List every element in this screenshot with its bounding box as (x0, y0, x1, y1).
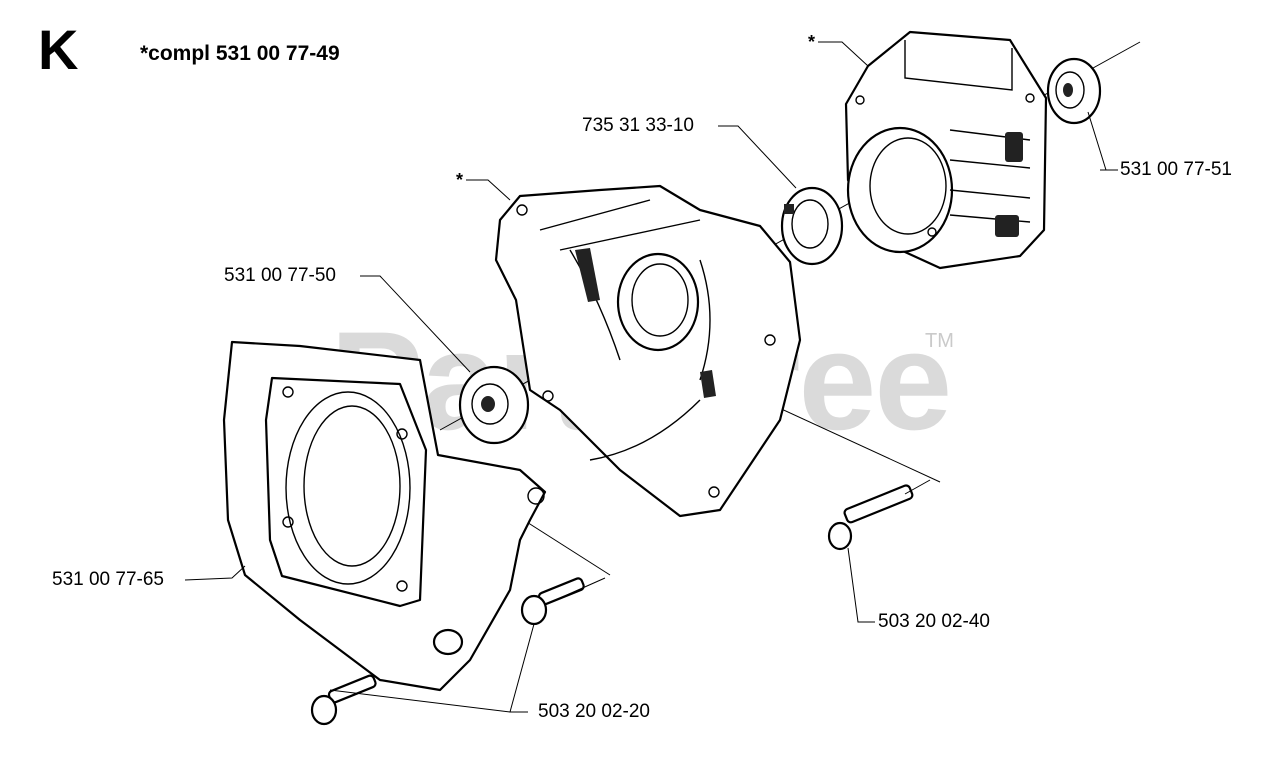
trademark-mark: TM (925, 330, 954, 352)
circlip-part (780, 186, 844, 266)
screw-bottom-lower-part (310, 674, 377, 726)
assembly-label: *compl 531 00 77-49 (140, 42, 340, 65)
callout-screw-right: 503 20 02-40 (878, 611, 990, 632)
callout-seal-left: 531 00 77-50 (224, 265, 336, 286)
seal-left-part (458, 365, 530, 445)
callout-seal-right: 531 00 77-51 (1120, 159, 1232, 180)
cylinder-cover-part (222, 340, 547, 692)
section-letter: K (38, 18, 79, 81)
star-marker-right: * (808, 32, 816, 52)
callout-circlip: 735 31 33-10 (582, 115, 694, 136)
star-marker-center: * (456, 170, 464, 190)
callout-screw-bottom: 503 20 02-20 (538, 701, 650, 722)
crankcase-half-right (844, 30, 1048, 270)
crankcase-half-center (494, 184, 802, 518)
seal-right-part (1046, 57, 1102, 125)
screw-bottom-upper-part (520, 577, 585, 626)
callout-leaders (184, 41, 1118, 713)
callout-cover: 531 00 77-65 (52, 569, 164, 590)
screw-right-part (827, 484, 914, 551)
